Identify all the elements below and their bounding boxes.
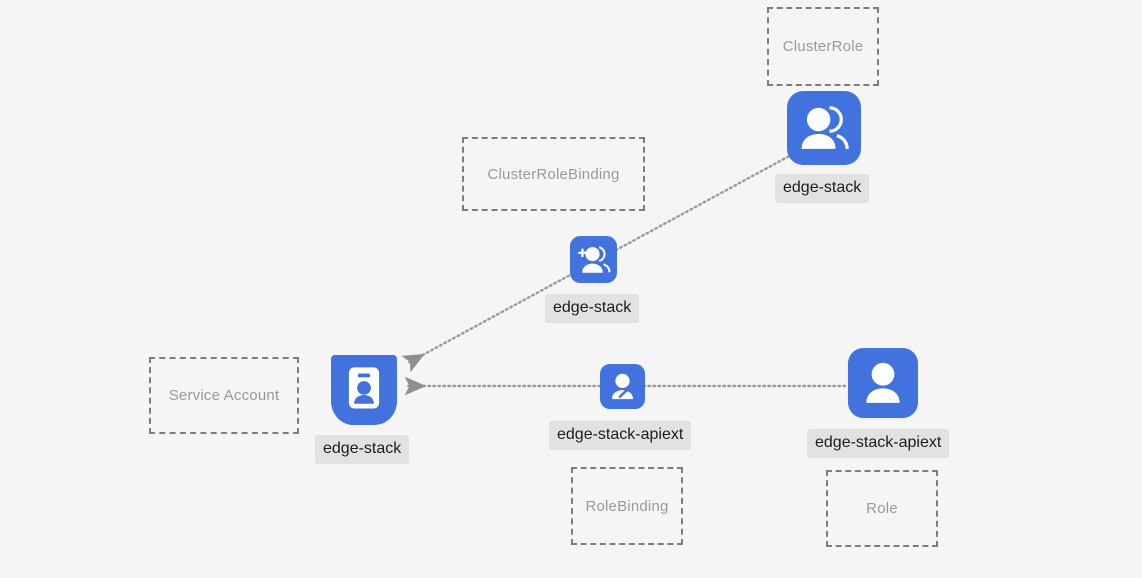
kind-box-label: RoleBinding — [585, 497, 669, 515]
node-rolebinding[interactable]: edge-stack-apiext — [549, 364, 692, 450]
node-label: edge-stack — [775, 174, 870, 203]
id-badge-icon[interactable] — [331, 355, 397, 425]
kind-box-label: ClusterRole — [782, 38, 864, 55]
kind-box-label: Role — [866, 500, 898, 517]
node-label: edge-stack-apiext — [807, 429, 950, 458]
add-person-icon[interactable] — [570, 236, 617, 283]
node-service-account[interactable]: edge-stack — [315, 355, 410, 464]
kind-box-clusterrole: ClusterRole — [767, 7, 879, 86]
person-icon[interactable] — [848, 348, 918, 418]
node-role[interactable]: edge-stack-apiext — [807, 348, 950, 458]
kind-box-clusterrolebinding: ClusterRoleBinding — [462, 137, 645, 211]
node-label: edge-stack — [315, 435, 410, 464]
person-edit-icon[interactable] — [600, 364, 645, 409]
node-clusterrole[interactable]: edge-stack — [775, 91, 870, 203]
kind-box-rolebinding: RoleBinding — [571, 467, 683, 545]
node-clusterrolebinding[interactable]: edge-stack — [545, 236, 640, 323]
group-people-icon[interactable] — [787, 91, 861, 165]
kind-box-role: Role — [826, 470, 938, 547]
kind-box-label: Service Account — [168, 387, 280, 404]
node-label: edge-stack-apiext — [549, 421, 692, 450]
kind-box-service-account: Service Account — [149, 357, 299, 434]
node-label: edge-stack — [545, 294, 640, 323]
kind-box-label: ClusterRoleBinding — [487, 165, 620, 183]
